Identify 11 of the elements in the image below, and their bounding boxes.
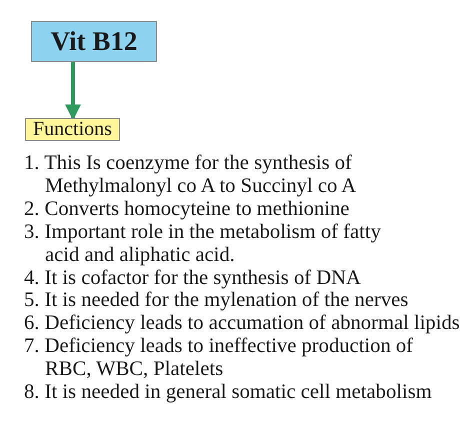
list-item: 7. Deficiency leads to ineffective production of RBC, WBC, Platelets [24,335,414,382]
list-item: 2. Converts homocyteine to methionine [24,198,350,221]
list-item: 3. Important role in the metabolism of fatty acid and aliphatic acid. [24,220,382,267]
list-item: 6. Deficiency leads to accumation of abnormal lipids [24,312,461,336]
heading-box: Functions [25,118,120,141]
list-item: 8. It is needed in general somatic cell metabolism [24,381,433,404]
arrow [65,62,81,120]
list-item: 5. It is needed for the mylenation of the nerves [24,289,410,312]
list-item: 1. This Is coenzyme for the synthesis of Methylmalonyl co A to Succinyl co A [24,152,358,198]
title-box: Vit B12 [31,21,157,62]
list-item: 4. It is cofactor for the synthesis of DNA [24,266,362,290]
